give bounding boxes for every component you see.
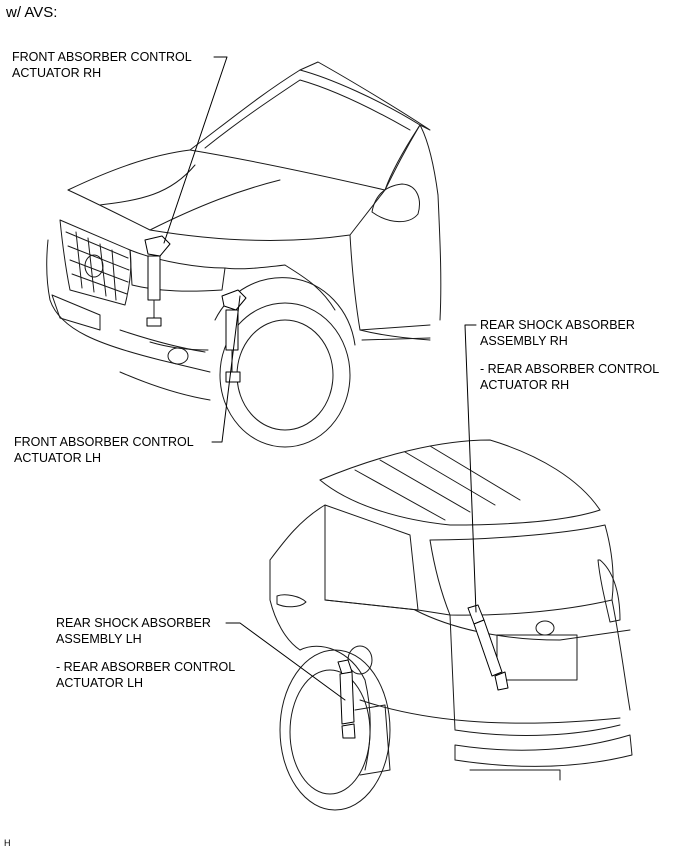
label-front-actuator-lh: FRONT ABSORBER CONTROL ACTUATOR LH <box>14 434 194 466</box>
label-rear-absorber-rh: REAR SHOCK ABSORBER ASSEMBLY RH - REAR A… <box>480 317 659 393</box>
label-rear-lh-line2: ASSEMBLY LH <box>56 632 142 646</box>
label-front-lh-line1: FRONT ABSORBER CONTROL <box>14 435 194 449</box>
figure-code: H <box>4 838 11 848</box>
label-front-rh-line2: ACTUATOR RH <box>12 66 102 80</box>
leader-front-rh <box>163 56 228 244</box>
label-rear-lh-line1: REAR SHOCK ABSORBER <box>56 616 211 630</box>
label-front-lh-line2: ACTUATOR LH <box>14 451 102 465</box>
label-rear-rh-sub2: ACTUATOR RH <box>480 378 570 392</box>
label-front-rh-line1: FRONT ABSORBER CONTROL <box>12 50 192 64</box>
label-rear-rh-sub1: - REAR ABSORBER CONTROL <box>480 362 660 376</box>
label-rear-rh-line2: ASSEMBLY RH <box>480 334 568 348</box>
leader-front-lh <box>211 295 241 443</box>
label-rear-lh-sub2: ACTUATOR LH <box>56 676 144 690</box>
label-front-actuator-rh: FRONT ABSORBER CONTROL ACTUATOR RH <box>12 49 192 81</box>
rear-vehicle-illustration <box>269 439 633 811</box>
condition-heading: w/ AVS: <box>6 4 58 21</box>
label-rear-lh-sub1: - REAR ABSORBER CONTROL <box>56 660 236 674</box>
label-rear-absorber-lh: REAR SHOCK ABSORBER ASSEMBLY LH - REAR A… <box>56 615 235 691</box>
label-rear-rh-line1: REAR SHOCK ABSORBER <box>480 318 635 332</box>
leader-rear-rh <box>464 324 477 613</box>
leader-rear-lh <box>225 622 346 701</box>
front-vehicle-illustration <box>46 61 442 448</box>
